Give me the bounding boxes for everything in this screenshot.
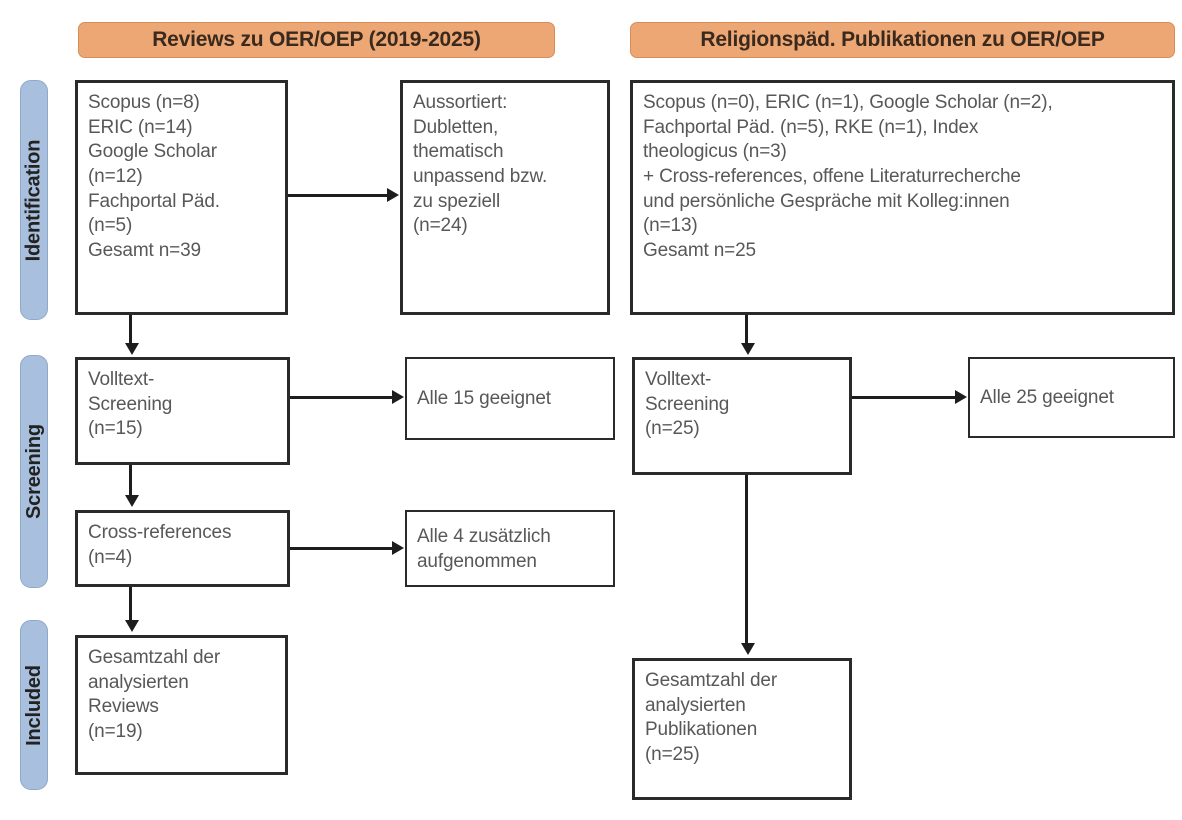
- arrowhead-right-sources-to-fulltext: [741, 343, 755, 355]
- arrowhead-left-fulltext-to-eligible: [392, 390, 404, 404]
- connector-left-crossrefs-to-included: [129, 587, 132, 622]
- stage-label-screening-text: Screening: [22, 424, 45, 519]
- connector-left-fulltext-to-eligible: [290, 396, 393, 399]
- box-left-cross-references-added: Alle 4 zusätzlich aufgenommen: [405, 510, 615, 587]
- arrowhead-left-crossrefs-to-added: [392, 541, 404, 555]
- box-right-all-eligible: Alle 25 geeignet: [968, 357, 1175, 438]
- stage-label-included: Included: [20, 620, 48, 790]
- arrowhead-left-fulltext-to-crossrefs: [125, 495, 139, 507]
- connector-left-sources-to-excluded: [288, 194, 388, 197]
- arrowhead-left-sources-to-fulltext: [125, 343, 139, 355]
- box-right-identification-sources: Scopus (n=0), ERIC (n=1), Google Scholar…: [630, 80, 1175, 315]
- stage-label-included-text: Included: [22, 664, 45, 746]
- connector-left-sources-to-fulltext: [129, 315, 132, 345]
- connector-right-sources-to-fulltext: [745, 315, 748, 345]
- connector-left-crossrefs-to-added: [290, 547, 393, 550]
- column-header-reviews: Reviews zu OER/OEP (2019-2025): [78, 22, 555, 58]
- column-header-publications: Religionspäd. Publikationen zu OER/OEP: [630, 22, 1175, 58]
- box-left-included-total: Gesamtzahl der analysierten Reviews (n=1…: [75, 635, 288, 775]
- connector-right-fulltext-to-included: [745, 475, 748, 645]
- box-left-all-eligible: Alle 15 geeignet: [405, 357, 615, 440]
- arrowhead-right-fulltext-to-included: [741, 643, 755, 655]
- box-left-identification-sources: Scopus (n=8) ERIC (n=14) Google Scholar …: [75, 80, 288, 315]
- arrowhead-left-crossrefs-to-included: [125, 620, 139, 632]
- box-left-identification-excluded: Aussortiert: Dubletten, thematisch unpas…: [400, 80, 610, 315]
- box-left-fulltext-screening: Volltext- Screening (n=15): [75, 357, 290, 465]
- stage-label-identification-text: Identification: [22, 139, 45, 261]
- connector-right-fulltext-to-eligible: [852, 396, 956, 399]
- arrowhead-left-sources-to-excluded: [387, 188, 399, 202]
- box-right-fulltext-screening: Volltext- Screening (n=25): [632, 357, 852, 475]
- stage-label-screening: Screening: [20, 355, 48, 588]
- box-left-cross-references: Cross-references (n=4): [75, 510, 290, 587]
- box-right-included-total: Gesamtzahl der analysierten Publikatione…: [632, 658, 852, 800]
- connector-left-fulltext-to-crossrefs: [129, 465, 132, 497]
- arrowhead-right-fulltext-to-eligible: [955, 390, 967, 404]
- stage-label-identification: Identification: [20, 80, 48, 320]
